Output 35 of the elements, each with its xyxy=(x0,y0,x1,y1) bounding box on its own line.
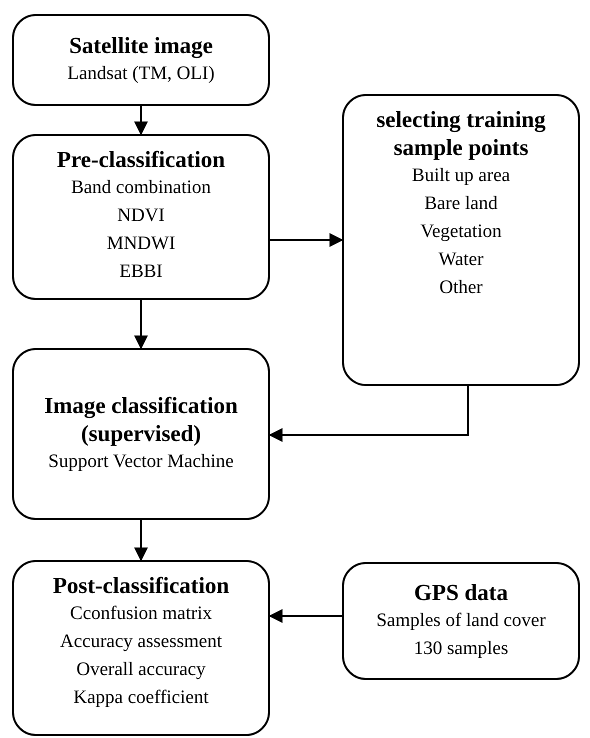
box-heading: Pre-classification xyxy=(56,146,226,174)
box-text: Vegetation xyxy=(420,220,502,244)
arrow xyxy=(134,520,148,562)
process-box xyxy=(12,134,270,300)
box-text: Samples of land cover xyxy=(376,609,546,633)
arrow xyxy=(134,300,148,350)
box-text: Band combination xyxy=(71,176,211,200)
process-box xyxy=(342,94,580,386)
box-text: NDVI xyxy=(117,204,165,228)
box-text: Overall accuracy xyxy=(76,658,206,682)
box-text: EBBI xyxy=(119,260,163,284)
arrow xyxy=(268,386,469,442)
process-box xyxy=(12,14,270,106)
box-text: Built up area xyxy=(412,164,510,188)
box-text: MNDWI xyxy=(106,232,176,256)
box-text: 130 samples xyxy=(414,637,508,661)
box-text: Accuracy assessment xyxy=(60,630,222,654)
box-text: Support Vector Machine xyxy=(48,450,234,474)
process-box xyxy=(12,560,270,736)
box-heading: Satellite image xyxy=(69,32,213,60)
box-text: Other xyxy=(439,276,483,300)
process-box xyxy=(12,348,270,520)
box-heading: selecting training sample points xyxy=(375,106,547,162)
arrow xyxy=(270,233,344,247)
box-heading: Post-classification xyxy=(52,572,230,600)
box-text: Bare land xyxy=(424,192,498,216)
box-text: Landsat (TM, OLI) xyxy=(67,62,215,86)
box-heading: GPS data xyxy=(414,579,508,607)
box-text: Cconfusion matrix xyxy=(70,602,212,626)
arrow xyxy=(268,609,342,623)
arrow xyxy=(134,106,148,136)
process-box xyxy=(342,562,580,680)
box-text: Water xyxy=(438,248,484,272)
box-heading: Image classification (supervised) xyxy=(43,392,239,448)
box-text: Kappa coefficient xyxy=(73,686,209,710)
